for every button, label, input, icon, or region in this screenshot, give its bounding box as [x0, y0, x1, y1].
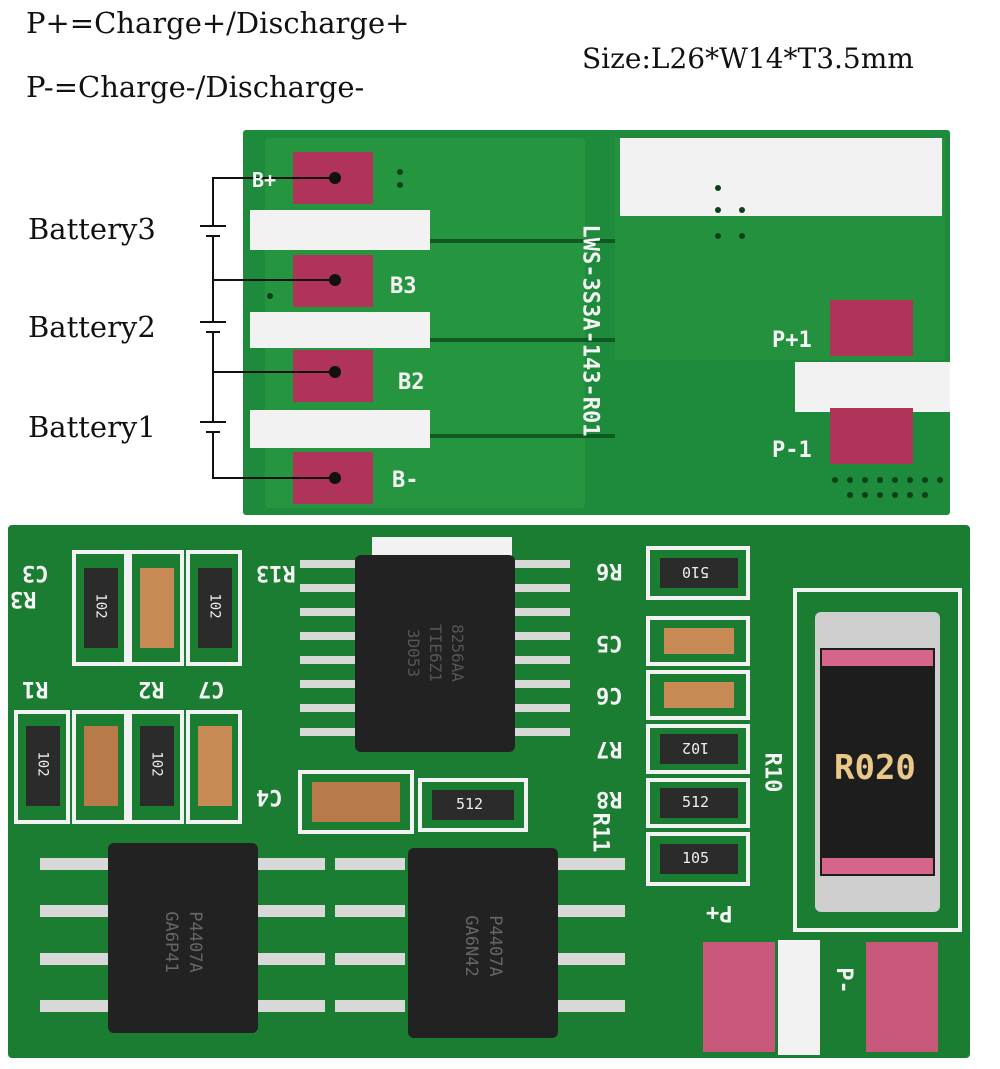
code-shunt: R020	[834, 748, 916, 788]
mosfet-left	[40, 843, 325, 1033]
main-ic	[300, 537, 570, 752]
cap-c4	[312, 782, 400, 822]
pad-p-plus	[830, 300, 913, 356]
mosfet-right-marking: P4407A GA6N42	[459, 881, 507, 1011]
small-components-mid-left	[14, 710, 242, 824]
designator-c6: C6	[596, 682, 623, 707]
label-p-plus: P+1	[772, 328, 812, 353]
battery1-silk-bar	[250, 410, 430, 448]
board-model-label: LWS-3S3A-143-R01	[577, 224, 603, 437]
legend-p-minus: P-=Charge-/Discharge-	[26, 70, 365, 104]
battery1-label: Battery1	[28, 410, 156, 444]
mosfet-left-line1: P4407A	[185, 911, 205, 973]
code-r-mid: 512	[456, 795, 484, 813]
ic-main-line2: TIE6Z1	[426, 624, 445, 682]
code-r-top2: 102	[206, 593, 223, 619]
label-p-minus: P-1	[772, 438, 812, 463]
output-silk-bar	[778, 940, 820, 1055]
designator-r7: R7	[596, 736, 623, 761]
designator-c5: C5	[596, 630, 623, 655]
size-spec: Size:L26*W14*T3.5mm	[582, 42, 914, 75]
designator-r8: R8	[596, 786, 623, 811]
label-b3: B3	[390, 274, 417, 299]
label-b-minus: B-	[392, 468, 419, 493]
code-r11: 105	[682, 849, 710, 867]
designator-c4: C4	[256, 784, 283, 809]
right-column-components	[646, 546, 750, 886]
designator-c7: C7	[198, 676, 225, 701]
designator-r3: R3	[10, 586, 37, 611]
resistor-mid	[432, 790, 514, 820]
code-r7: 102	[682, 739, 710, 757]
label-b-plus: B+	[252, 168, 277, 192]
legend-p-plus: P+=Charge+/Discharge+	[26, 6, 410, 40]
battery2-silk-bar	[250, 312, 430, 348]
p-silk-bar	[795, 362, 950, 412]
battery2-label: Battery2	[28, 310, 156, 344]
battery-wiring	[200, 177, 335, 479]
designator-r6: R6	[596, 558, 623, 583]
pad-p-minus	[830, 408, 913, 464]
code-r8: 512	[682, 793, 710, 811]
mosfet-right	[335, 848, 625, 1038]
designator-c3: C3	[22, 560, 49, 585]
designator-p-plus: P+	[706, 900, 733, 925]
pad-bottom-p-minus	[866, 942, 938, 1052]
ic-main-line1: 8256AA	[448, 624, 467, 682]
ic-main-line3: 3D053	[404, 628, 423, 678]
top-right-silk-block	[620, 138, 942, 216]
mosfet-right-line1: P4407A	[485, 915, 505, 977]
shunt-resistor	[793, 588, 962, 932]
designator-r10: R10	[759, 752, 785, 793]
code-r-left2: 102	[148, 751, 165, 777]
designator-r1: R1	[22, 676, 49, 701]
designator-r13: R13	[256, 560, 296, 585]
pad-bottom-p-plus	[703, 942, 775, 1052]
code-r6: 510	[682, 563, 710, 581]
battery3-label: Battery3	[28, 212, 156, 246]
designator-r11: R11	[587, 812, 613, 853]
ic-main-marking: 8256AA TIE6Z1 3D053	[402, 578, 468, 728]
designator-p-minus: P-	[830, 967, 856, 994]
small-components-top-left	[72, 550, 242, 666]
code-r-top1: 102	[92, 593, 109, 619]
mosfet-right-line2: GA6N42	[461, 915, 481, 977]
code-r-left1: 102	[34, 751, 51, 777]
battery3-silk-bar	[250, 210, 430, 250]
label-b2: B2	[398, 370, 425, 395]
designator-r2: R2	[138, 676, 165, 701]
mosfet-left-marking: P4407A GA6P41	[159, 877, 207, 1007]
mosfet-left-line2: GA6P41	[161, 911, 181, 973]
